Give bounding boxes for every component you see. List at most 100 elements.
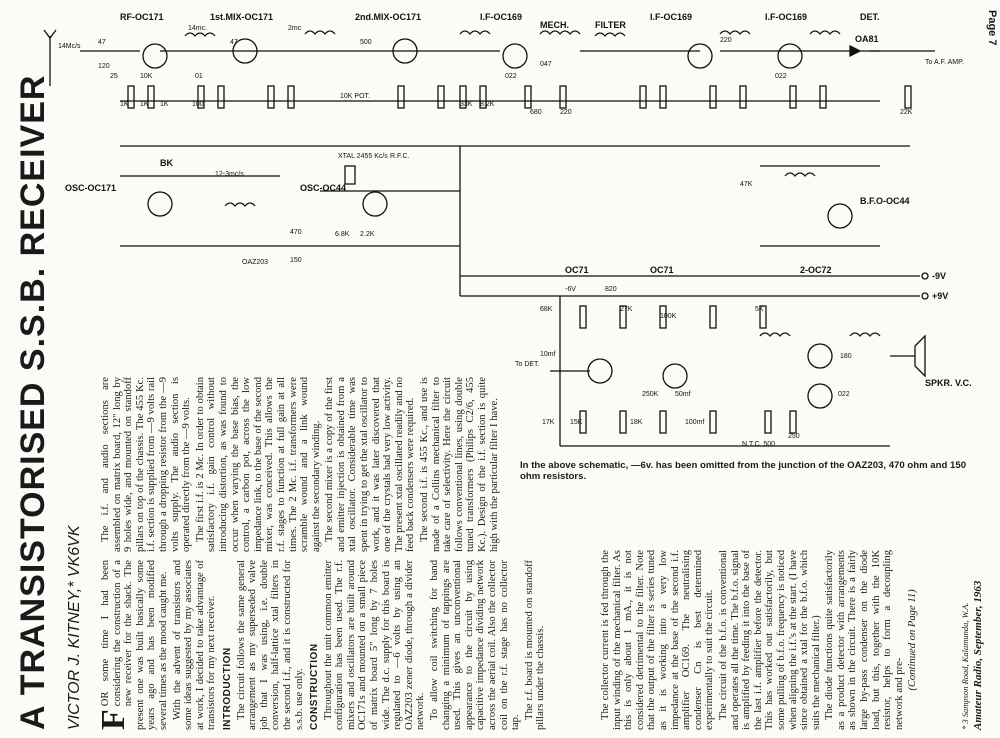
component-label: 25 bbox=[110, 73, 118, 80]
component-label: To A.F. AMP. bbox=[925, 59, 964, 66]
stage-label: FILTER bbox=[595, 20, 626, 30]
component-label: SPKR. V.C. bbox=[925, 378, 972, 388]
schematic-caption: In the above schematic, —6v. has been om… bbox=[520, 460, 967, 482]
component-label: 50mf bbox=[675, 391, 691, 398]
paragraph: The first i.f. is 2 Mc. In order to obta… bbox=[194, 377, 322, 552]
component-label: 15K bbox=[570, 419, 583, 426]
magazine-footer: Amateur Radio, September, 1963 bbox=[972, 580, 984, 730]
component-label: -9V bbox=[932, 271, 946, 281]
article: A TRANSISTORISED S.S.B. RECEIVER VICTOR … bbox=[0, 75, 1000, 738]
drop-cap: F bbox=[95, 709, 132, 730]
component-label: 27K bbox=[620, 306, 633, 313]
paragraph: To allow coil switching for band changin… bbox=[429, 560, 522, 730]
component-label: 1K bbox=[160, 101, 169, 108]
article-byline: VICTOR J. KITNEY,* VK6VK bbox=[66, 525, 83, 730]
component-label: 022 bbox=[775, 73, 787, 80]
section-heading: INTRODUCTION bbox=[221, 647, 233, 730]
component-label: 01 bbox=[195, 73, 203, 80]
component-label: 10K POT. bbox=[340, 93, 370, 100]
component-label: 14Mc/s bbox=[58, 43, 81, 50]
component-label: 120 bbox=[98, 63, 110, 70]
paragraph: The i.f. and audio sections are assemble… bbox=[100, 377, 193, 552]
stage-label: I.F-OC169 bbox=[765, 12, 807, 22]
paragraph: The circuit of the b.f.o. is conventiona… bbox=[717, 550, 822, 730]
component-label: 2mc bbox=[288, 25, 302, 32]
paragraph: With the advent of transistors and some … bbox=[171, 560, 218, 730]
component-label: -6V bbox=[565, 286, 576, 293]
article-column-3: The collector current is fed through the… bbox=[600, 550, 921, 730]
osc-label: OSC-OC171 bbox=[65, 183, 116, 193]
component-label: 100K bbox=[660, 313, 677, 320]
component-label: R.F.C. bbox=[390, 153, 410, 160]
paragraph: The second mixer is a copy of the first … bbox=[324, 377, 417, 552]
component-label: 47 bbox=[98, 39, 106, 46]
component-label: 22K bbox=[900, 109, 913, 116]
osc-label: B.F.O-OC44 bbox=[860, 196, 910, 206]
audio-label: 2-OC72 bbox=[800, 265, 832, 275]
component-label: 68K bbox=[540, 306, 553, 313]
paragraph: The r.f. board is mounted on standoff pi… bbox=[523, 560, 547, 730]
audio-label: OC71 bbox=[565, 265, 589, 275]
component-label: 12-3mc/s bbox=[215, 171, 244, 178]
stage-label: 2nd.MIX-OC171 bbox=[355, 12, 421, 22]
osc-label: OSC-OC44 bbox=[300, 183, 346, 193]
component-label: 100mf bbox=[685, 419, 705, 426]
component-label: 500 bbox=[360, 39, 372, 46]
page-number: Page 7 bbox=[986, 10, 998, 46]
component-label: 5K bbox=[755, 306, 764, 313]
author-footnote: * 3 Sampson Road, Kalamunda, W.A. bbox=[960, 602, 970, 730]
component-label: 022 bbox=[838, 391, 850, 398]
stage-label: MECH. bbox=[540, 20, 569, 30]
component-label: 220 bbox=[720, 37, 732, 44]
component-label: 047 bbox=[540, 61, 552, 68]
component-label: 17K bbox=[542, 419, 555, 426]
article-column-2: The i.f. and audio sections are assemble… bbox=[100, 377, 502, 552]
component-label: 14mc. bbox=[188, 25, 207, 32]
paragraph: The circuit follows the same general arr… bbox=[235, 560, 305, 730]
component-label: 180 bbox=[840, 353, 852, 360]
stage-label: I.F-OC169 bbox=[480, 12, 522, 22]
component-label: 470 bbox=[290, 229, 302, 236]
component-label: N.T.C. 500 bbox=[742, 441, 775, 448]
component-label: 250 bbox=[788, 433, 800, 440]
stage-label: DET. bbox=[860, 12, 880, 22]
component-label: 18K bbox=[630, 419, 643, 426]
component-label: 820 bbox=[605, 286, 617, 293]
component-label: 022 bbox=[505, 73, 517, 80]
receiver-schematic: RF-OC171 1st.MIX-OC171 2nd.MIX-OC171 I.F… bbox=[43, 12, 972, 448]
stage-label: RF-OC171 bbox=[120, 12, 164, 22]
component-label: 250K bbox=[642, 391, 659, 398]
component-label: OAZ203 bbox=[242, 259, 268, 266]
component-label: 6.8K bbox=[335, 231, 350, 238]
section-heading: CONSTRUCTION bbox=[309, 643, 321, 730]
paragraph: The second i.f. is 455 Kc., and use is m… bbox=[419, 377, 500, 552]
paragraph: The collector current is fed through the… bbox=[600, 550, 716, 730]
paragraph: The diode functions quite satisfactorily… bbox=[824, 550, 905, 730]
component-label: OA81 bbox=[855, 34, 879, 44]
component-label: 33K bbox=[460, 101, 473, 108]
component-label: +9V bbox=[932, 291, 948, 301]
component-label: 220 bbox=[560, 109, 572, 116]
component-label: 10K bbox=[140, 73, 153, 80]
component-label: 47K bbox=[740, 181, 753, 188]
article-rotated-body: A TRANSISTORISED S.S.B. RECEIVER VICTOR … bbox=[0, 75, 990, 738]
component-label: 1K bbox=[120, 101, 129, 108]
stage-label: I.F-OC169 bbox=[650, 12, 692, 22]
component-label: 10mf bbox=[540, 351, 556, 358]
component-label: 680 bbox=[530, 109, 542, 116]
continued-note: (Continued on Page 11) bbox=[907, 589, 919, 691]
component-label: 150 bbox=[290, 257, 302, 264]
audio-label: OC71 bbox=[650, 265, 674, 275]
component-label: To DET. bbox=[515, 361, 540, 368]
component-label: 8.2K bbox=[480, 101, 495, 108]
stage-label: 1st.MIX-OC171 bbox=[210, 12, 273, 22]
paragraph: Throughout the unit common emitter confi… bbox=[322, 560, 427, 730]
component-label: XTAL 2455 Kc/s bbox=[338, 153, 388, 160]
component-label: 100 bbox=[192, 101, 204, 108]
paragraph: OR some time I had been considering the … bbox=[100, 560, 169, 730]
component-label: 47 bbox=[230, 39, 238, 46]
component-label: BK bbox=[160, 158, 173, 168]
component-label: 2.2K bbox=[360, 231, 375, 238]
